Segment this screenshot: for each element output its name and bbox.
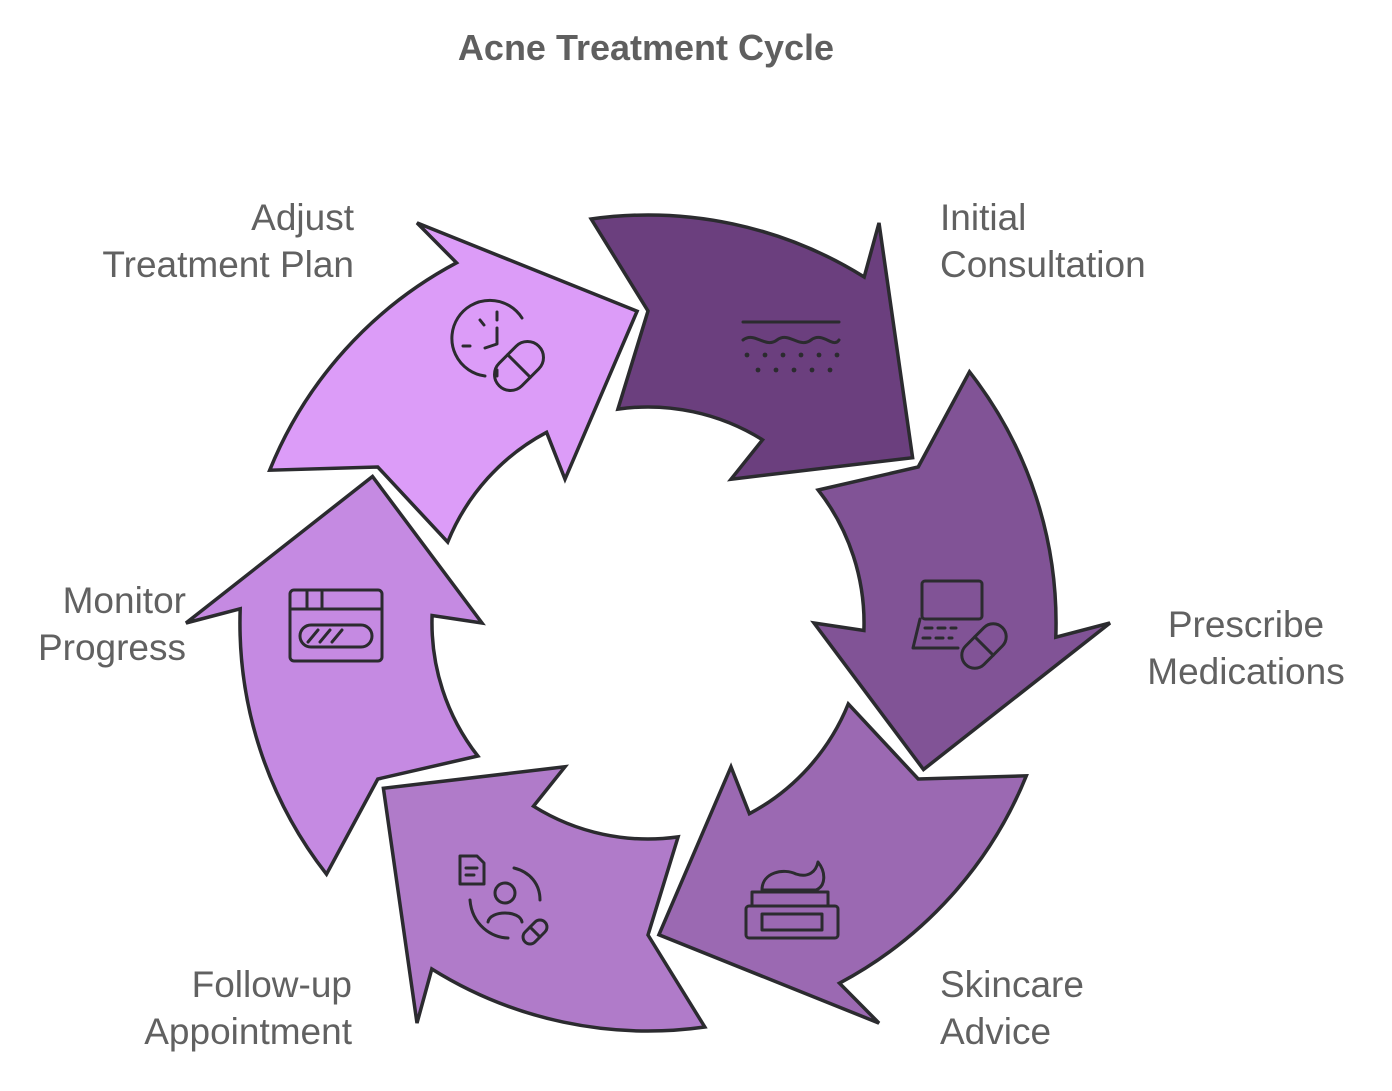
svg-text:Skincare: Skincare	[940, 964, 1084, 1005]
svg-text:Medications: Medications	[1147, 651, 1344, 692]
progress-window-icon	[288, 588, 384, 663]
segment-follow-up-appointment	[381, 764, 708, 1033]
doctor-pill-icon	[458, 854, 549, 946]
step-label-skincare-advice: Skincare Advice	[940, 964, 1084, 1052]
svg-text:Treatment Plan: Treatment Plan	[102, 244, 354, 285]
segment-monitor-progress	[184, 474, 486, 878]
svg-text:Prescribe: Prescribe	[1168, 604, 1324, 645]
step-label-adjust-treatment-plan: Adjust Treatment Plan	[102, 197, 354, 285]
skin-layers-icon	[741, 320, 841, 373]
clock-pill-icon	[450, 298, 545, 392]
step-label-initial-consultation: Initial Consultation	[940, 197, 1146, 285]
segment-prescribe-medications	[810, 368, 1112, 772]
svg-text:Appointment: Appointment	[144, 1011, 352, 1052]
svg-text:Advice: Advice	[940, 1011, 1051, 1052]
segment-skincare-advice	[656, 700, 1029, 1025]
svg-text:Consultation: Consultation	[940, 244, 1146, 285]
step-label-prescribe-medications: Prescribe Medications	[1147, 604, 1344, 692]
segment-adjust-treatment-plan	[267, 221, 640, 546]
svg-text:Initial: Initial	[940, 197, 1026, 238]
segment-initial-consultation	[588, 213, 915, 482]
svg-text:Monitor: Monitor	[63, 580, 186, 621]
diagram-title: Acne Treatment Cycle	[458, 27, 834, 68]
svg-text:Adjust: Adjust	[251, 197, 355, 238]
laptop-pill-icon	[911, 579, 1008, 670]
step-label-follow-up-appointment: Follow-up Appointment	[144, 964, 352, 1052]
svg-text:Progress: Progress	[38, 627, 186, 668]
cycle-segments	[184, 213, 1112, 1033]
cream-jar-icon	[744, 860, 840, 940]
step-label-monitor-progress: Monitor Progress	[38, 580, 186, 668]
svg-text:Follow-up: Follow-up	[192, 964, 352, 1005]
